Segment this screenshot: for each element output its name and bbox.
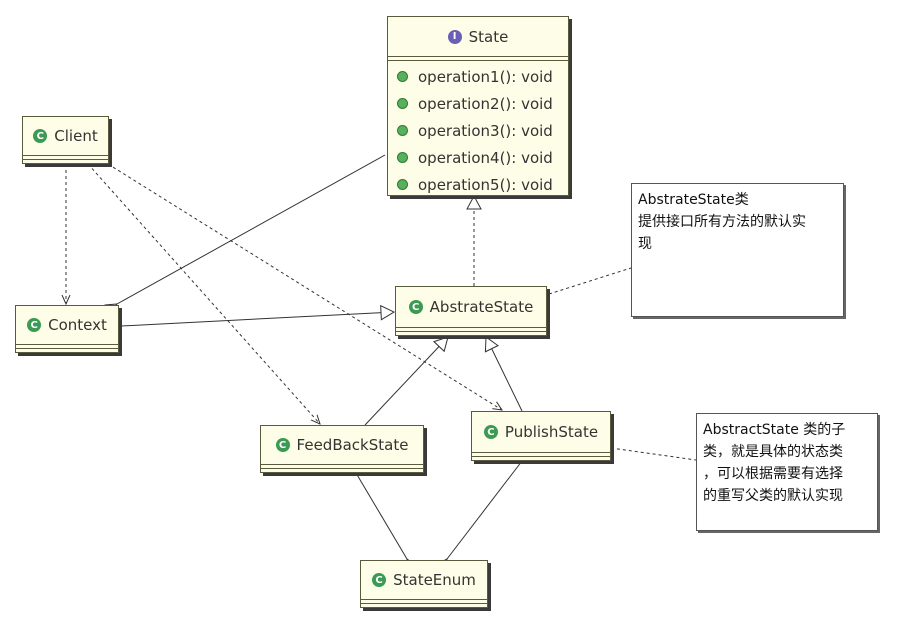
abstratestate-note[interactable]: AbstrateState类 提供接口所有方法的默认实 现 [631, 183, 844, 317]
client-class[interactable]: C Client [22, 116, 109, 164]
public-method-icon [397, 152, 408, 163]
stateenum-class[interactable]: C StateEnum [360, 560, 488, 608]
class-compartment [261, 464, 423, 468]
stateenum-class-header: C StateEnum [361, 561, 487, 599]
class-compartment [23, 159, 108, 163]
class-compartment [23, 155, 108, 159]
state-interface-name: State [468, 27, 509, 46]
stateenum-class-name: StateEnum [393, 571, 476, 589]
public-method-icon [397, 71, 408, 82]
state-interface-header: I State [388, 17, 568, 56]
note-line: AbstrateState类 [638, 192, 749, 208]
generalization-publishstate-abstratestate [484, 336, 523, 412]
publishstate-class[interactable]: C PublishState [471, 411, 611, 461]
client-class-header: C Client [23, 117, 108, 155]
note-line: 类，就是具体的状态类 [703, 444, 843, 460]
abstratestate-class-header: C AbstrateState [396, 287, 546, 327]
abstratestate-class[interactable]: C AbstrateState [395, 286, 547, 336]
publishstate-class-header: C PublishState [472, 412, 610, 452]
class-icon: C [483, 425, 498, 439]
class-icon: C [33, 129, 48, 143]
class-compartment [16, 344, 118, 348]
association-context-abstratestate [120, 304, 396, 327]
public-method-icon [397, 179, 408, 190]
method-signature: operation5(): void [418, 175, 553, 194]
aggregation-context-state [117, 154, 386, 304]
note-connector-subclasses [610, 447, 697, 461]
state-interface[interactable]: I State operation1(): void operation2():… [387, 16, 569, 196]
method-row[interactable]: operation4(): void [388, 144, 568, 171]
dependency-client-feedbackstate [87, 163, 320, 424]
feedbackstate-class-name: FeedBackState [296, 436, 409, 454]
class-compartment [16, 348, 118, 352]
class-icon: C [275, 438, 290, 452]
class-icon: C [372, 573, 387, 587]
class-compartment [472, 456, 610, 460]
class-compartment [361, 603, 487, 607]
note-connector-abstratestate [548, 267, 632, 295]
method-signature: operation1(): void [418, 67, 553, 86]
note-line: 的重写父类的默认实现 [703, 488, 843, 504]
context-class-name: Context [48, 316, 107, 334]
interface-icon: I [447, 29, 462, 44]
state-interface-methods: operation1(): void operation2(): void op… [388, 60, 568, 198]
publishstate-class-name: PublishState [504, 423, 599, 441]
class-icon: C [408, 300, 423, 314]
method-row[interactable]: operation2(): void [388, 90, 568, 117]
method-row[interactable]: operation1(): void [388, 63, 568, 90]
state-interface-attributes [388, 56, 568, 60]
class-compartment [361, 599, 487, 603]
abstratestate-class-name: AbstrateState [429, 298, 534, 316]
method-signature: operation3(): void [418, 121, 553, 140]
public-method-icon [397, 125, 408, 136]
class-compartment [261, 468, 423, 472]
method-row[interactable]: operation5(): void [388, 171, 568, 198]
aggregation-stateenum-feedbackstate [355, 472, 407, 559]
class-compartment [396, 327, 546, 331]
generalization-feedbackstate-abstratestate [364, 336, 449, 426]
context-class-header: C Context [16, 306, 118, 344]
method-signature: operation4(): void [418, 148, 553, 167]
feedbackstate-class-header: C FeedBackState [261, 426, 423, 464]
class-compartment [396, 331, 546, 335]
aggregation-stateenum-publishstate [447, 460, 523, 559]
method-row[interactable]: operation3(): void [388, 117, 568, 144]
subclass-note[interactable]: AbstractState 类的子 类，就是具体的状态类 ，可以根据需要有选择 … [696, 413, 878, 531]
context-class[interactable]: C Context [15, 305, 119, 353]
note-line: AbstractState 类的子 [703, 422, 846, 438]
method-signature: operation2(): void [418, 94, 553, 113]
feedbackstate-class[interactable]: C FeedBackState [260, 425, 424, 473]
public-method-icon [397, 98, 408, 109]
class-icon: C [27, 318, 42, 332]
note-line: 提供接口所有方法的默认实 [638, 214, 806, 230]
client-class-name: Client [54, 127, 98, 145]
class-compartment [472, 452, 610, 456]
note-line: 现 [638, 236, 652, 252]
note-line: ，可以根据需要有选择 [703, 466, 843, 482]
